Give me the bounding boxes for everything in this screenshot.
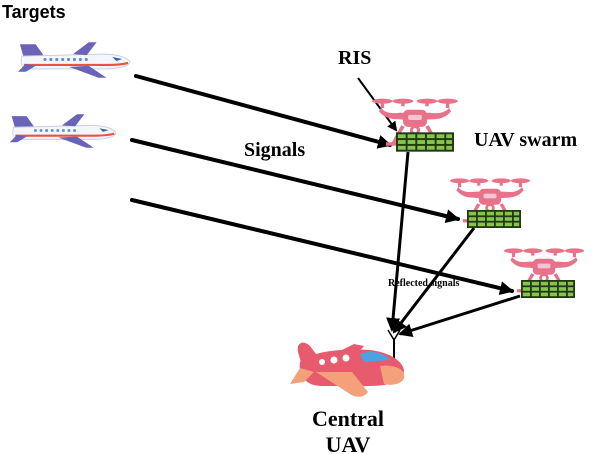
signal-line-3 — [130, 198, 514, 296]
central-uav-label-line1: Central — [312, 406, 384, 431]
uav-swarm-label: UAV swarm — [474, 129, 577, 151]
ris-panel-icon-3 — [521, 280, 575, 298]
ris-panel-icon-2 — [467, 210, 521, 228]
ris-panel-icon-1 — [396, 132, 454, 152]
targets-label: Targets — [2, 2, 66, 22]
target-airplane-icon-1 — [16, 41, 132, 79]
ris-label: RIS — [338, 47, 371, 69]
signals-label: Signals — [244, 139, 305, 161]
reflected-line-1 — [386, 151, 410, 332]
reflected-line-3 — [398, 294, 521, 338]
central-uav-label-line2: UAV — [326, 432, 371, 454]
reflected-signals-label: Reflected signals — [388, 278, 459, 289]
signal-line-1 — [134, 74, 392, 149]
central-uav-icon — [290, 329, 405, 397]
target-airplane-icon-2 — [8, 113, 118, 149]
reflected-line-2 — [392, 227, 476, 334]
ris-pointer-line — [357, 77, 398, 132]
